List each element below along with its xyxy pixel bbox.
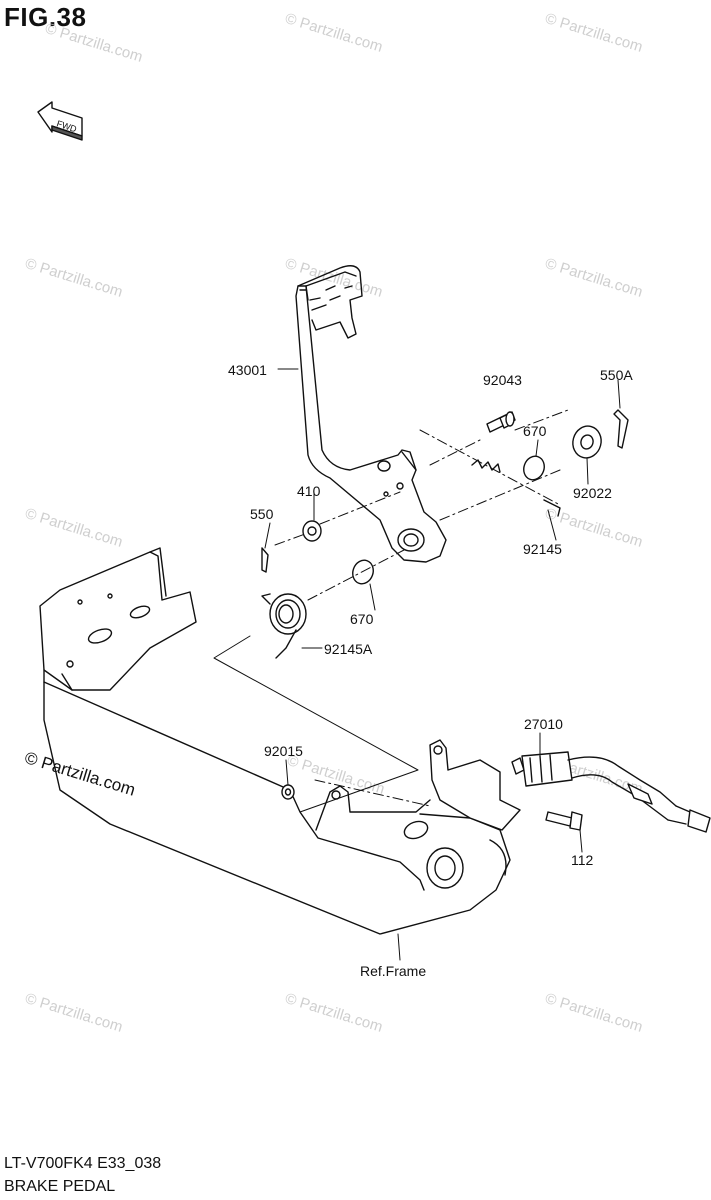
figure-title: FIG.38: [4, 2, 87, 32]
callout-27010: 27010: [524, 716, 563, 732]
callout-92022: 92022: [573, 485, 612, 501]
washer-410-part: [302, 520, 322, 542]
callout-670-top: 670: [523, 423, 547, 439]
washer-part: [572, 425, 602, 459]
callout-92043: 92043: [483, 372, 522, 388]
callout-ref-frame: Ref.Frame: [360, 963, 427, 979]
nut-part: [281, 784, 295, 800]
figure-code: LT-V700FK4 E33_038: [4, 1155, 162, 1172]
callout-410: 410: [297, 483, 321, 499]
callout-92145a: 92145A: [324, 641, 373, 657]
oring-part: [523, 455, 545, 481]
switch-bracket-part: [315, 739, 521, 889]
callout-550: 550: [250, 506, 274, 522]
pedal-part: [295, 265, 447, 563]
bolt-part: [545, 811, 583, 831]
callout-43001: 43001: [228, 362, 267, 378]
spring-part: [471, 459, 561, 517]
callout-550a: 550A: [600, 367, 633, 383]
fwd-arrow-icon: [37, 101, 83, 141]
cotter-pin-550-part: [261, 547, 269, 573]
cotter-pin-part: [613, 409, 629, 449]
spring-a-part: [261, 593, 307, 659]
callout-92145: 92145: [523, 541, 562, 557]
callout-670-bottom: 670: [350, 611, 374, 627]
callout-112: 112: [571, 852, 594, 868]
figure-name: BRAKE PEDAL: [4, 1178, 116, 1195]
oring-part: [352, 559, 374, 585]
switch-part: [511, 751, 711, 833]
callout-92015: 92015: [264, 743, 303, 759]
pin-part: [486, 411, 516, 433]
